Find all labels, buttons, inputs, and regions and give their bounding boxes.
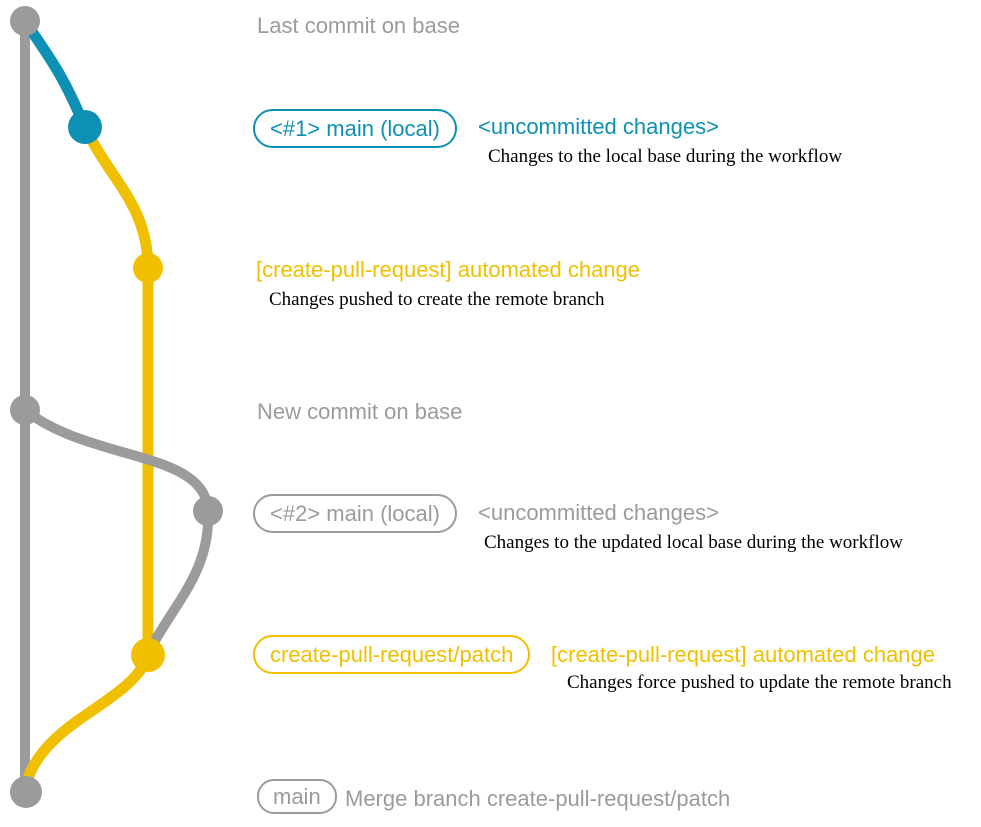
commit-desc-3: Changes to the updated local base during… xyxy=(484,532,903,553)
remote-branch-line xyxy=(79,121,154,661)
branch-badge-create-pull-request-patch: create-pull-request/patch xyxy=(253,635,531,674)
new-commit-label: New commit on base xyxy=(257,399,463,424)
branch-badge-main-local-2: <#2> main (local) xyxy=(253,494,457,533)
commit-desc-4: Changes force pushed to update the remot… xyxy=(567,672,952,693)
uncommitted-changes-note-2: <uncommitted changes> xyxy=(478,500,719,525)
updated-local-branch-in-line xyxy=(145,506,214,655)
automated-change-note-2: [create-pull-request] automated change xyxy=(551,642,936,667)
commit-dot-local-main-1 xyxy=(68,110,102,144)
remote-branch-merge-line xyxy=(20,649,154,796)
automated-change-note-1: [create-pull-request] automated change xyxy=(256,257,641,282)
commit-desc-1: Changes to the local base during the wor… xyxy=(488,146,843,167)
commit-dot-merge xyxy=(10,776,42,808)
local-main-branch-line xyxy=(19,15,91,133)
merge-commit-label: Merge branch create-pull-request/patch xyxy=(345,786,731,811)
commit-dot-remote-branch-create xyxy=(133,253,163,283)
commit-dot-local-main-2 xyxy=(193,496,223,526)
updated-local-branch-out-line xyxy=(20,405,213,516)
last-commit-label: Last commit on base xyxy=(257,13,460,38)
commit-desc-2: Changes pushed to create the remote bran… xyxy=(269,289,605,310)
branch-badge-main: main xyxy=(257,779,337,814)
commit-dot-new-commit-on-base xyxy=(10,395,40,425)
branch-badge-main-local-1: <#1> main (local) xyxy=(253,109,457,148)
commit-dot-remote-branch-update xyxy=(131,638,165,672)
uncommitted-changes-note-1: <uncommitted changes> xyxy=(478,114,719,139)
commit-dot-last-commit-on-base xyxy=(10,6,40,36)
